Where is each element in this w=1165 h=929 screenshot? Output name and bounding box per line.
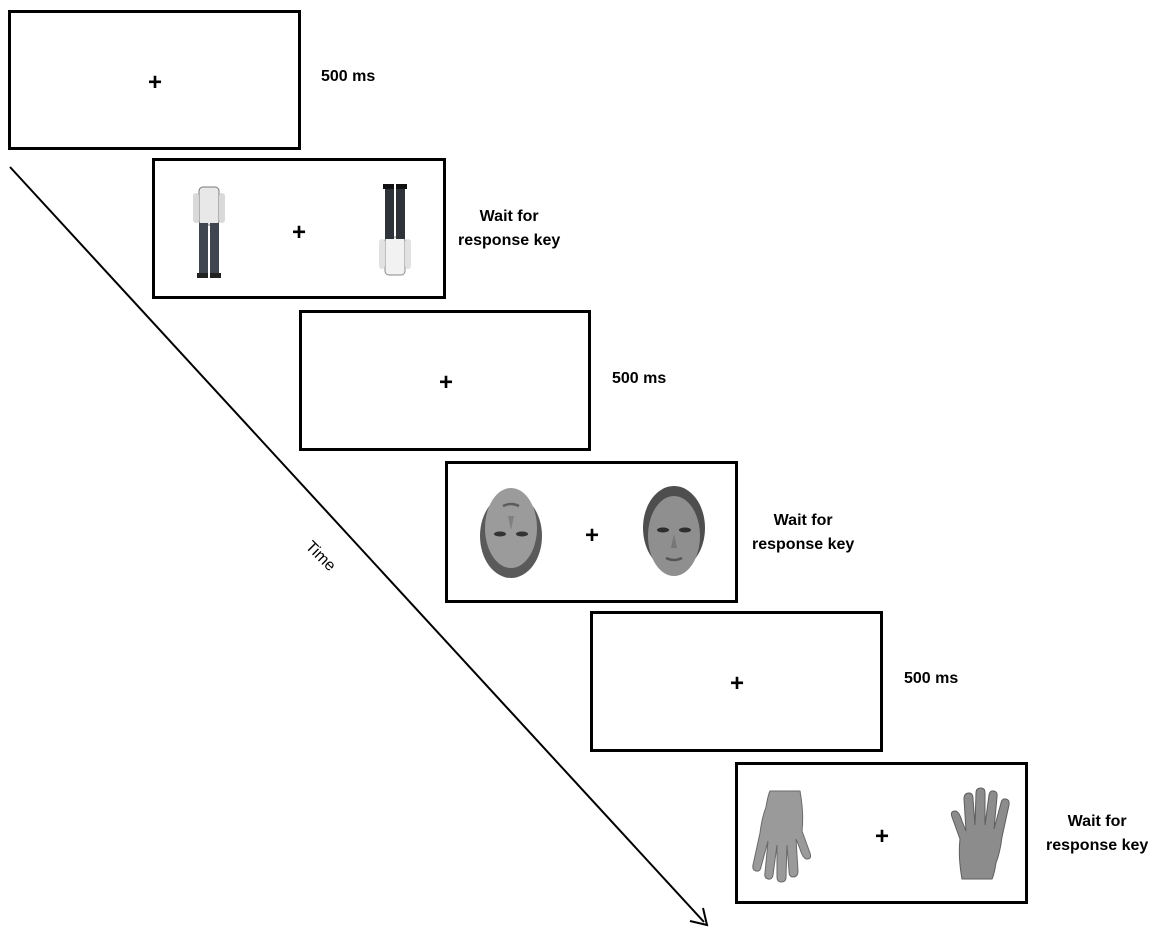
duration-label-1: 500 ms [321,68,376,85]
inverted-body-image [379,184,411,276]
body-stimulus-screen: + [152,158,446,299]
inverted-face-image [480,488,542,578]
fixation-cross: + [438,369,454,396]
fixation-screen-2: + [299,310,591,451]
duration-label-2: 500 ms [612,370,667,387]
fixation-cross: + [874,823,890,850]
upright-body-image [193,186,225,278]
inverted-hand-image [752,790,812,883]
duration-label-3: 500 ms [904,670,959,687]
fixation-cross: + [147,69,163,96]
fixation-cross: + [729,670,745,697]
response-label-1: Wait for response key [458,208,561,249]
fixation-cross: + [291,219,307,246]
fixation-screen-3: + [590,611,883,752]
hand-stimulus-screen: + [735,762,1028,904]
fixation-screen-1: + [8,10,301,150]
response-label-3: Wait for response key [1046,813,1149,854]
upright-hand-image [950,787,1010,880]
response-label-2: Wait for response key [752,512,855,553]
fixation-cross: + [584,522,600,549]
upright-face-image [643,486,705,576]
face-stimulus-screen: + [445,461,738,603]
